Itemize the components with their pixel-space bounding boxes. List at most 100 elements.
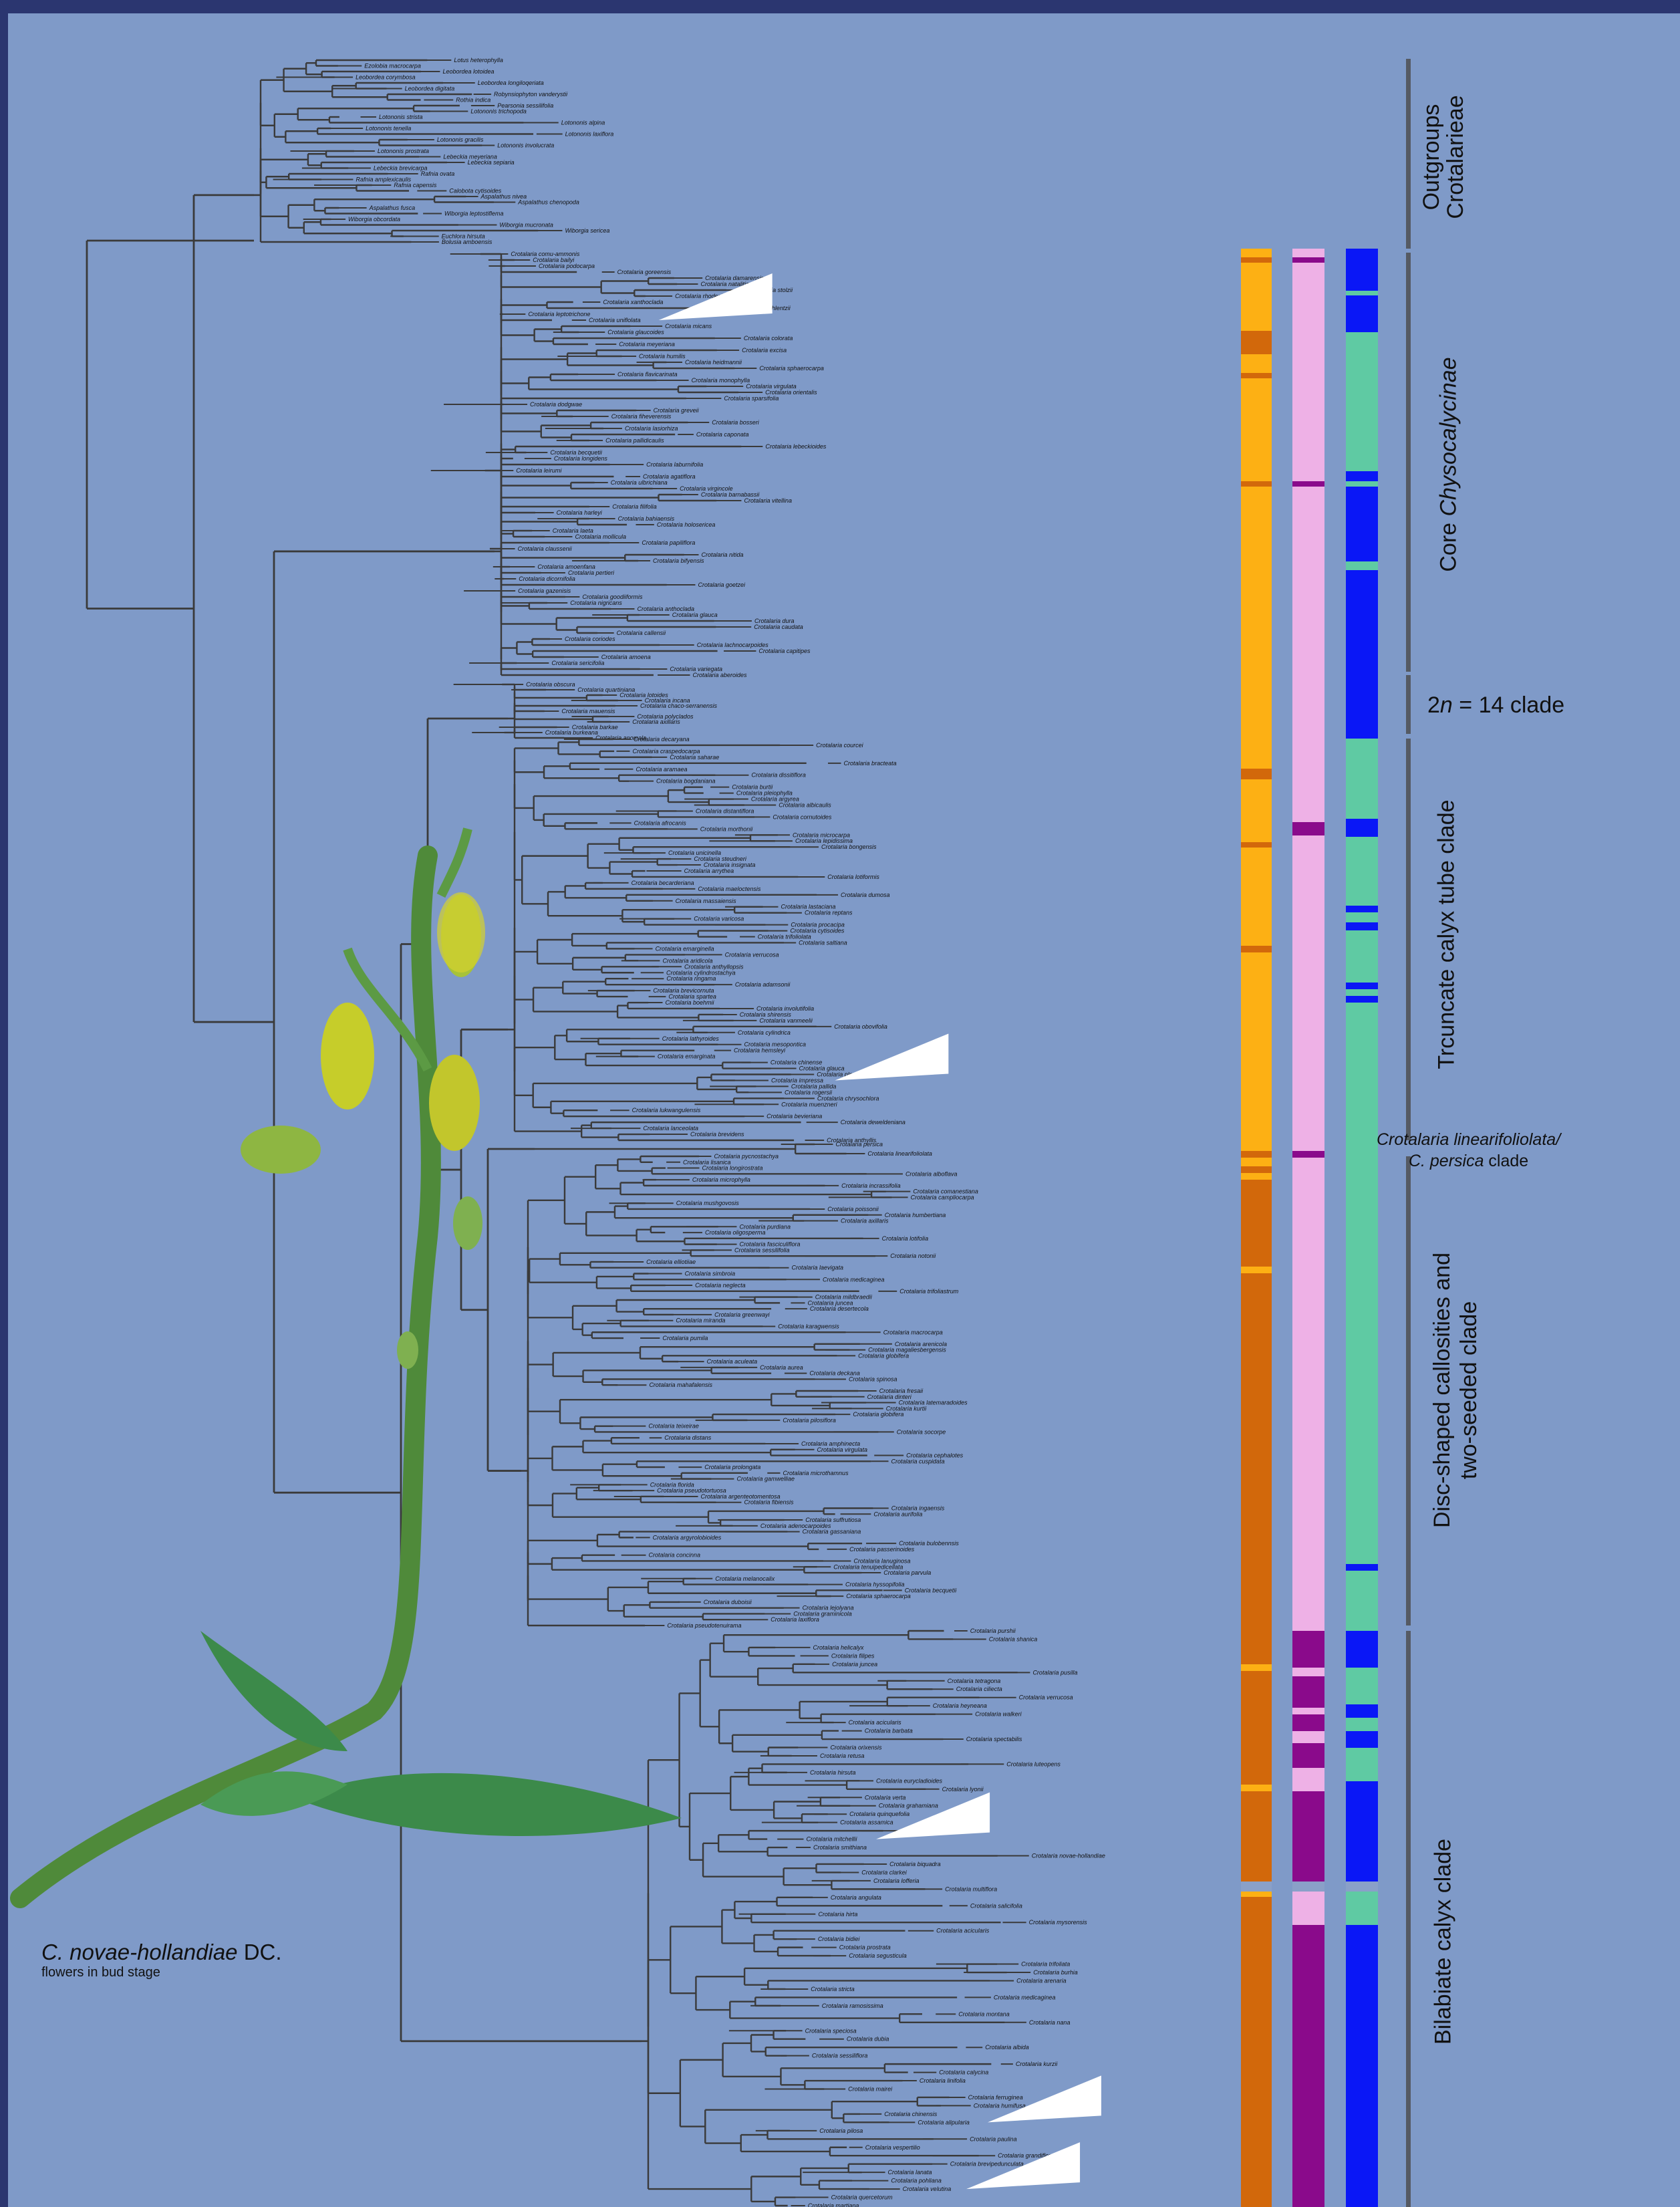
tip-label: Crotalaria pusilla (1032, 1669, 1077, 1676)
tip-label: Crotalaria vanmeelii (759, 1017, 813, 1024)
tip-label: Crotalaria reptans (805, 910, 853, 916)
tip-label: Crotalaria monophylla (692, 377, 750, 384)
tip-label: Crotalaria humilis (639, 353, 686, 360)
tip-label: Crotalaria mauensis (561, 708, 615, 715)
tip-label: Crotalaria medicaginea (994, 1994, 1056, 2000)
tip-label: Crotalaria lachnocarpoides (697, 642, 769, 648)
tip-label: Crotalaria albida (985, 2044, 1029, 2051)
disc-clade-line2: two-seeded clade (1455, 1253, 1482, 1528)
plant-leaf (294, 1773, 682, 1836)
tip-label: Crotalaria acicularis (849, 1719, 902, 1726)
tip-label: Crotalaria podocarpa (539, 263, 595, 269)
tip-label: Crotalaria leirumi (516, 467, 562, 474)
tip-label: Crotalaria axillaris (841, 1218, 889, 1224)
trait-column-chromosome (1346, 1781, 1378, 1791)
tip-label: Crotalaria globifera (853, 1411, 903, 1418)
trait-column-chromosome (1346, 1704, 1378, 1718)
outgroups-label-line2: Crotalarieae (1443, 95, 1467, 219)
plant-stem (20, 856, 431, 1898)
tip-label: Crotalaria incrassifolia (841, 1182, 901, 1189)
tip-label: Lotus heterophylla (454, 57, 503, 63)
tip-label: Crotalaria neglecta (695, 1282, 746, 1289)
photo-caption: C. novae-hollandiae DC. flowers in bud s… (41, 1940, 282, 1980)
tip-label: Bolusia amboensis (442, 239, 493, 245)
trait-column-flower-color (1292, 835, 1324, 1151)
trait-column-flower-color (1292, 1668, 1324, 1676)
trait-column-chromosome (1346, 1881, 1378, 1892)
tip-label: Robynsiophyton vanderystii (494, 91, 568, 98)
tip-label: Lotononis alpina (561, 120, 605, 126)
clade-bracket-bar (1406, 253, 1411, 672)
tip-label: Crotalaria caponata (696, 431, 749, 438)
tip-label: Crotalaria paulina (970, 2135, 1017, 2142)
tip-label: Crotalaria amoena (601, 654, 651, 660)
tip-label: Lotononis tenella (366, 125, 411, 132)
trait-column-pollination (1241, 1892, 1272, 1897)
trait-column-chromosome (1346, 1631, 1378, 1668)
flower-bud (241, 1126, 321, 1174)
flower-bud (429, 1055, 480, 1151)
tip-label: Crotalaria pallidicaulis (605, 437, 664, 444)
trait-column-pollination (1241, 1173, 1272, 1180)
tip-label: Crotalaria arenaria (1016, 1977, 1067, 1984)
tip-label: Crotalaria spinosa (849, 1376, 897, 1382)
trait-column-chromosome (1346, 1932, 1378, 2207)
tip-label: Crotalaria gamwelliae (736, 1476, 795, 1482)
persica-suffix: clade (1484, 1152, 1528, 1170)
tip-label: Crotalaria parvula (883, 1569, 931, 1576)
tip-label: Crotalaria colorata (744, 335, 793, 342)
trait-column-flower-color (1292, 1942, 1324, 2032)
tip-label: Crotalaria miranda (676, 1317, 725, 1324)
tip-label: Crotalaria emarginella (656, 945, 714, 952)
trait-column-chromosome (1346, 1668, 1378, 1704)
trait-column-flower-color (1292, 481, 1324, 487)
tip-label: Crotalaria distantiflora (696, 807, 754, 814)
photo-caption-authority: DC. (238, 1940, 282, 1964)
tip-label: Crotalaria burkeana (545, 729, 598, 736)
tip-label: Crotalaria axillaris (632, 719, 680, 725)
tip-label: Crotalaria filipes (831, 1652, 875, 1659)
trait-column-chromosome (1346, 1003, 1378, 1564)
tip-label: Crotalaria laburnifolia (646, 461, 703, 468)
tip-label: Crotalaria kurzii (1016, 2061, 1059, 2067)
tip-label: Crotalaria oligosperma (705, 1229, 766, 1236)
clade-bracket-bar (1406, 1156, 1411, 1626)
tip-label: Crotalaria dumosa (841, 892, 890, 898)
plant-branch (441, 829, 468, 896)
tip-label: Crotalaria shanica (989, 1636, 1038, 1642)
tip-label: Crotalaria angulata (831, 1894, 881, 1901)
two-n-clade-label: 2n = 14 clade (1427, 692, 1564, 719)
tip-label: Crotalaria trifoliastrum (899, 1288, 959, 1295)
trait-column-pollination (1241, 1664, 1272, 1671)
tip-label: Crotalaria deweldeniana (841, 1119, 905, 1126)
disc-clade-label: Disc-shaped callosities and two-seeded c… (1429, 1253, 1482, 1528)
tip-label: Crotalaria medicaginea (823, 1276, 885, 1283)
tip-label: Lotononis laxiflora (565, 131, 614, 138)
tip-label: Crotalaria lathyroides (662, 1035, 720, 1042)
tip-label: Crotalaria grahamiana (879, 1803, 938, 1809)
tip-label: Crotalaria bongensis (821, 843, 877, 850)
trait-column-pollination (1241, 1166, 1272, 1173)
tip-label: Crotalaria stricta (811, 1986, 855, 1992)
tip-label: Crotalaria luteopens (1006, 1761, 1061, 1767)
tip-label: Crotalaria karagwensis (778, 1323, 839, 1329)
two-n-italic: n (1440, 692, 1453, 718)
tip-label: Crotalaria lasiorhiza (625, 425, 678, 432)
tip-label: Crotalaria prolongata (704, 1464, 760, 1470)
two-n-suffix: = 14 clade (1453, 692, 1564, 718)
tip-label: Crotalaria afrocanis (634, 819, 687, 826)
tip-label: Crotalaria mitchellii (806, 1836, 857, 1843)
tip-label: Crotalaria pumila (662, 1335, 708, 1341)
tip-label: Crotalaria smithiana (813, 1844, 867, 1851)
tip-label: Crotalaria distans (664, 1434, 712, 1441)
tip-label: Crotalaria linearifoliolata (867, 1150, 932, 1157)
tip-label: Crotalaria gassaniana (803, 1529, 861, 1535)
trait-column-pollination (1241, 481, 1272, 487)
tip-label: Aspalathus fusca (369, 205, 416, 211)
tip-label: Crotalaria fiheverensis (611, 413, 672, 420)
tip-label: Crotalaria vespertilio (865, 2144, 920, 2151)
tip-label: Crotalaria goreensis (617, 269, 672, 275)
tip-label: Crotalaria leptotrichone (528, 311, 590, 317)
tip-label: Crotalaria linifolia (920, 2077, 966, 2084)
tip-label: Crotalaria juncea (832, 1661, 877, 1668)
